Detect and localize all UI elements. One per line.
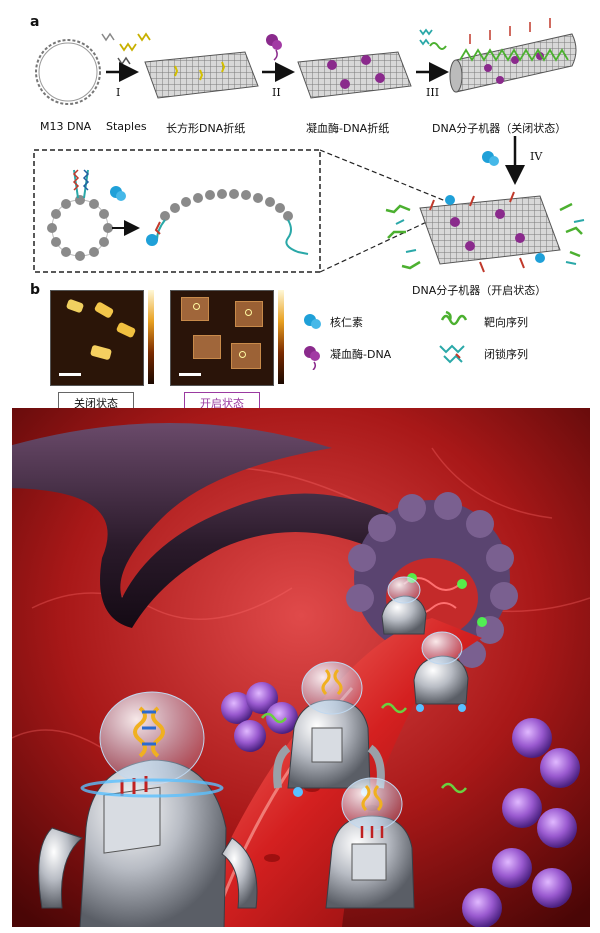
inset-box: [33, 149, 321, 273]
scale-bar-open: [179, 373, 201, 376]
nanorobot-tumor-top: [381, 576, 427, 635]
step-1-label: I: [116, 86, 121, 99]
purple-cells-left: [221, 682, 298, 752]
nanorobot-medium: [273, 661, 385, 797]
rect-origami: [144, 51, 259, 99]
nanorobot-lower: [325, 777, 415, 909]
thrombin-legend-icon: [304, 346, 320, 370]
label-machine-closed: DNA分子机器（关闭状态）: [432, 122, 567, 135]
legend-nucleolin: 核仁素: [330, 316, 363, 329]
afm-open-image: [170, 290, 274, 386]
inset-connector-top: [319, 149, 449, 203]
legend-icons-right: [439, 310, 468, 364]
panel-b-letter: b: [30, 282, 41, 298]
inset-closed-loop: [47, 169, 113, 261]
afm-colorbar-closed: [148, 290, 154, 384]
targeting-seq-legend-icon: [440, 310, 468, 326]
panel-a-letter: a: [30, 14, 40, 30]
afm-colorbar-open: [278, 290, 284, 384]
afm-closed-image: [50, 290, 144, 386]
legend-icons-left: [304, 314, 321, 370]
closed-machine: [449, 18, 577, 93]
legend-locking-seq: 闭锁序列: [484, 348, 528, 361]
floating-targeting-strands: [261, 702, 467, 794]
panel-a-diagram: [33, 18, 585, 273]
dark-tube: [12, 423, 432, 628]
label-staples: Staples: [106, 120, 147, 133]
inset-open-chain: [160, 189, 293, 221]
staples-strands: [101, 32, 151, 66]
strand-icons: [419, 28, 447, 50]
label-thrombin-origami: 凝血酶-DNA折纸: [306, 122, 390, 135]
label-m13-dna: M13 DNA: [40, 120, 92, 133]
m13-circle: [35, 39, 101, 105]
nanorobot-large: [38, 691, 258, 927]
nucleolin-legend-icon: [304, 314, 321, 329]
label-machine-open: DNA分子机器（开启状态）: [412, 284, 547, 297]
legend-targeting-seq: 靶向序列: [484, 316, 528, 329]
step-4-label: IV: [530, 150, 543, 163]
step-3-label: III: [426, 86, 440, 99]
thrombin-icon: [266, 34, 282, 61]
locking-seq-legend-icon: [439, 344, 465, 364]
nanorobot-artwork: [12, 408, 590, 927]
step-2-label: II: [272, 86, 281, 99]
nanorobot-tumor: [413, 631, 469, 712]
label-rect-origami: 长方形DNA折纸: [166, 122, 246, 135]
thrombin-origami: [297, 51, 412, 99]
legend-thrombin-dna: 凝血酶-DNA: [330, 348, 392, 361]
nucleolin-icon-top: [482, 151, 499, 166]
purple-cells-right: [462, 718, 580, 927]
scale-bar-closed: [59, 373, 81, 376]
open-machine: [385, 191, 585, 273]
